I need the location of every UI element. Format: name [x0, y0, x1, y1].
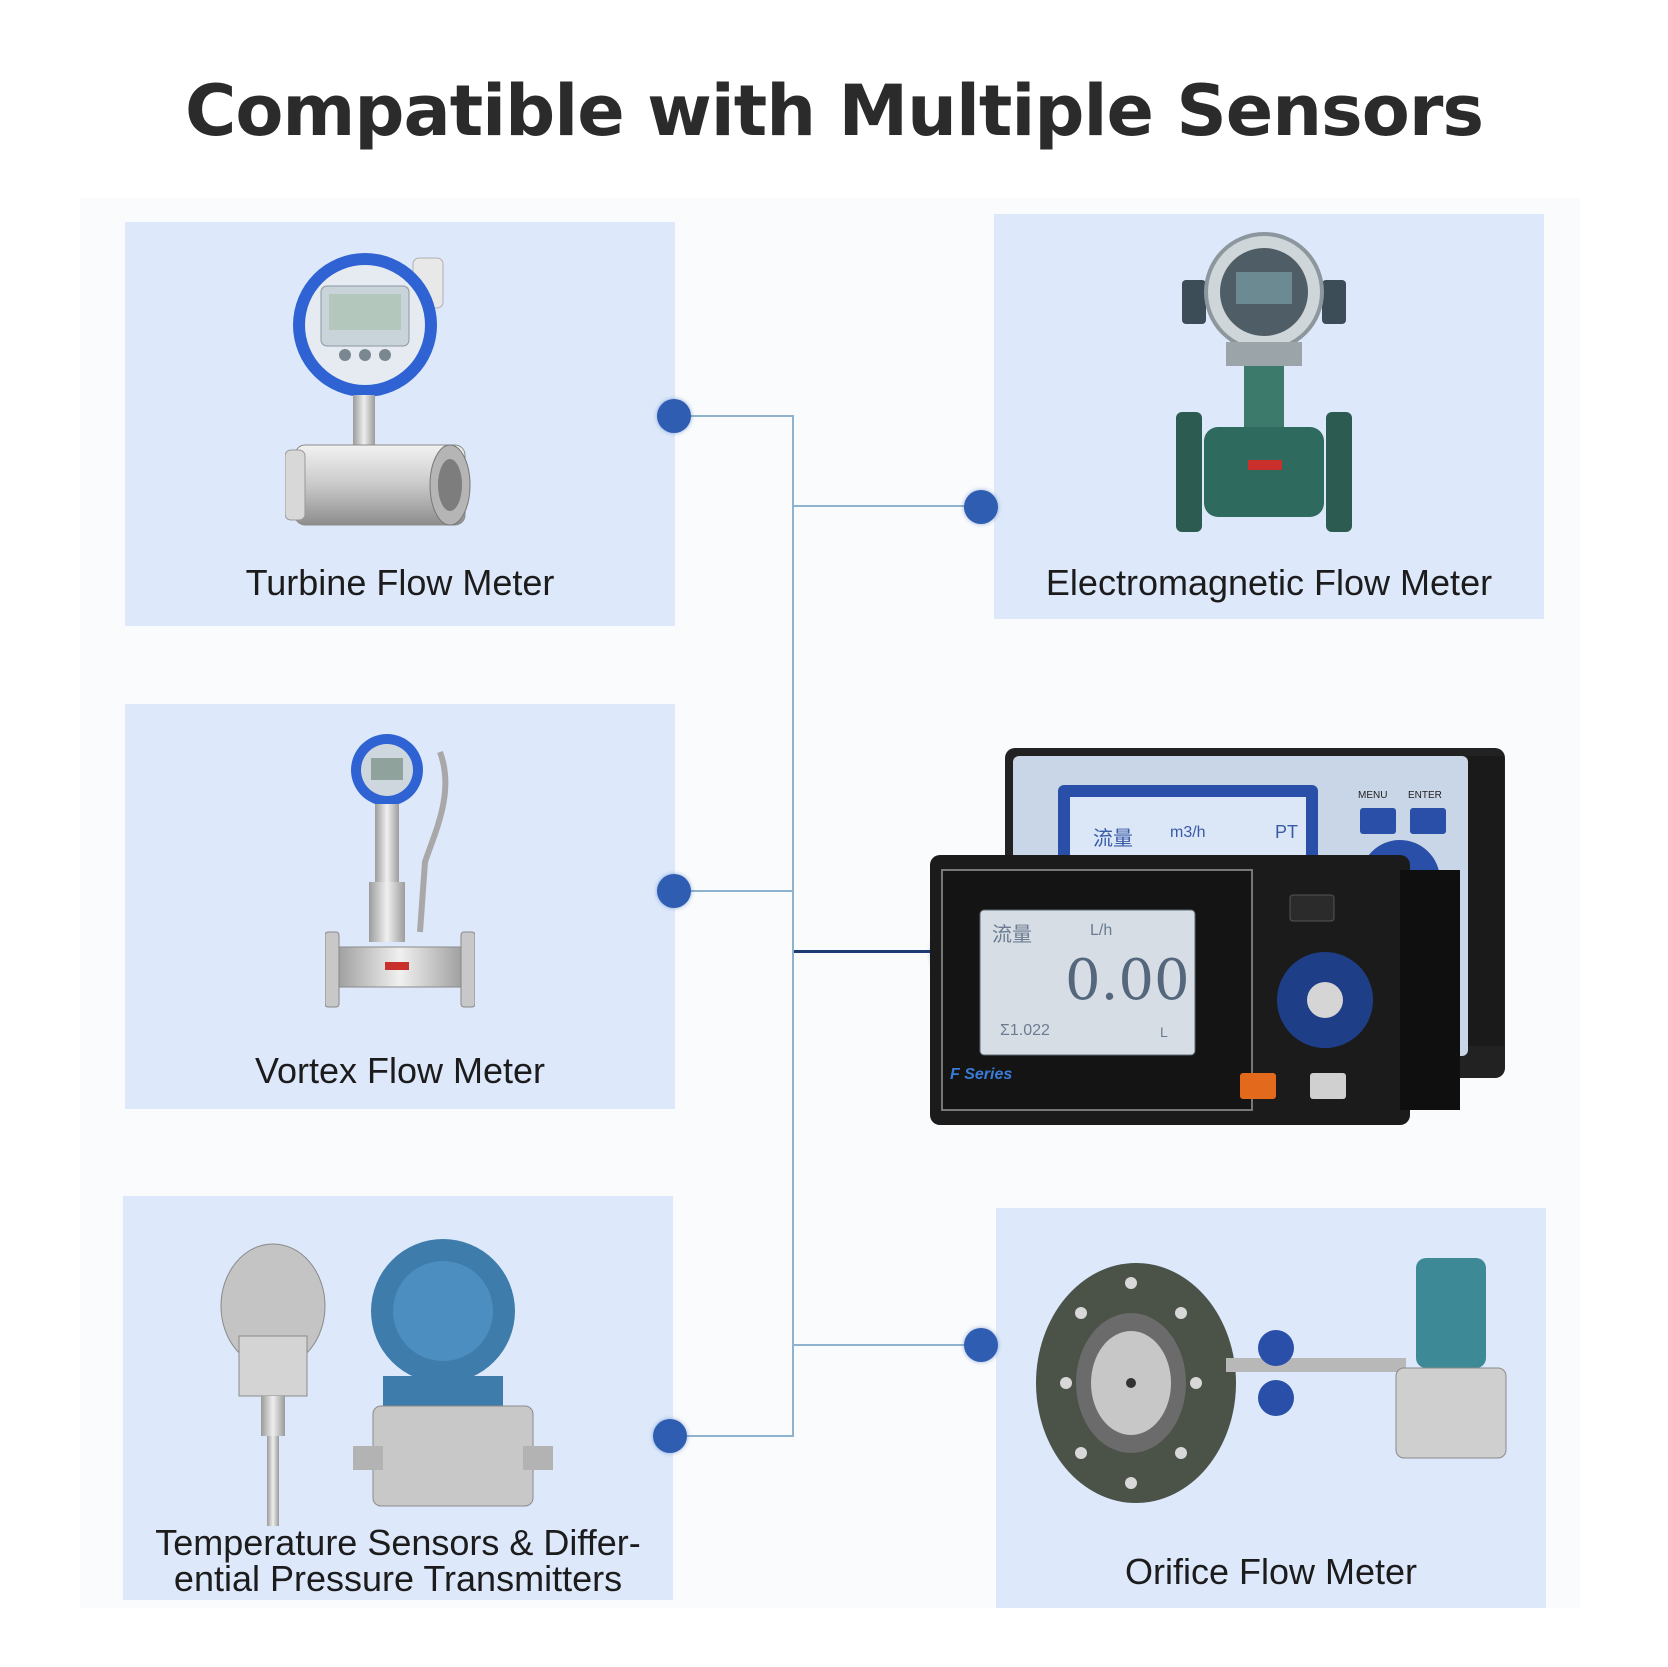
panel-turbine-flow-meter: Turbine Flow Meter — [125, 222, 675, 626]
front-brand-label: F Series — [950, 1066, 1013, 1083]
electromagnetic-flow-meter-image — [1176, 232, 1352, 532]
connector-dot-vortex — [657, 874, 691, 908]
panel-orifice-flow-meter: Orifice Flow Meter — [996, 1208, 1546, 1608]
page-title: Compatible with Multiple Sensors — [184, 70, 1484, 152]
flow-totalizer-display-image: 流量 m3/h PT MENU ENTER 流量 L/h 0.00 Σ1.022… — [920, 740, 1600, 1140]
connector-dot-turbine — [657, 399, 691, 433]
vortex-flow-meter-image — [325, 734, 475, 1008]
display-device-graphic — [930, 748, 1505, 1125]
connector-dot-temperature — [653, 1419, 687, 1453]
panel-vortex-flow-meter: Vortex Flow Meter — [125, 704, 675, 1109]
connector-dot-electromagnetic — [964, 490, 998, 524]
panel-electromagnetic-flow-meter: Electromagnetic Flow Meter — [994, 214, 1544, 619]
turbine-flow-meter-image — [285, 253, 471, 526]
orifice-flow-meter-label: Orifice Flow Meter — [1124, 1551, 1418, 1592]
connector-vortex — [690, 890, 794, 892]
orifice-flow-meter-image — [1036, 1258, 1507, 1503]
back-screen-menu-label: MENU — [1358, 790, 1388, 801]
back-screen-header-right: PT — [1275, 822, 1299, 842]
connector-turbine — [690, 415, 794, 417]
front-screen-value: 0.00 — [1065, 948, 1190, 1013]
connector-vertical-trunk — [792, 415, 794, 1437]
turbine-flow-meter-label: Turbine Flow Meter — [245, 562, 555, 603]
connector-electromagnetic — [794, 505, 978, 507]
connector-orifice — [794, 1344, 978, 1346]
back-screen-enter-label: ENTER — [1408, 790, 1442, 801]
temperature-pressure-label-line1: Temperature Sensors & Differ- — [155, 1522, 641, 1563]
front-screen-header-left: 流量 — [992, 924, 1032, 946]
panel-temperature-pressure: Temperature Sensors & Differ- ential Pre… — [123, 1196, 673, 1600]
front-screen-total: Σ1.022 — [1000, 1022, 1050, 1039]
front-screen-unit: L/h — [1090, 922, 1113, 939]
connector-temperature — [686, 1435, 794, 1437]
electromagnetic-flow-meter-label: Electromagnetic Flow Meter — [1045, 562, 1493, 603]
temperature-and-pressure-transmitter-image — [220, 1239, 553, 1526]
temperature-pressure-label-line2: ential Pressure Transmitters — [173, 1558, 623, 1599]
back-screen-header-left: 流量 — [1093, 828, 1133, 850]
connector-dot-orifice — [964, 1328, 998, 1362]
front-screen-total-unit: L — [1160, 1024, 1168, 1040]
back-screen-unit: m3/h — [1170, 824, 1206, 841]
vortex-flow-meter-label: Vortex Flow Meter — [254, 1050, 546, 1091]
connector-display — [794, 950, 942, 953]
